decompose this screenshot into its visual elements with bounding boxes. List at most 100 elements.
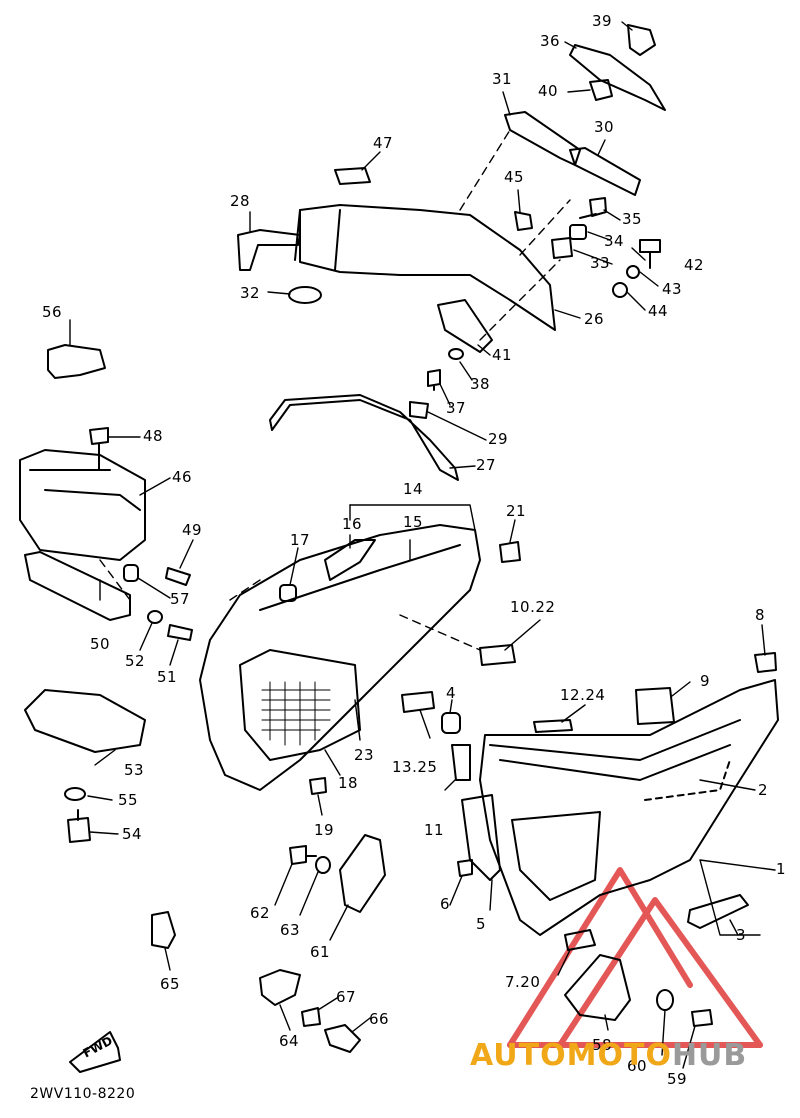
part-46-tray xyxy=(19,449,146,561)
part-51-bolt xyxy=(167,624,193,641)
part-37-screw xyxy=(427,369,441,391)
label-46: 46 xyxy=(172,468,193,486)
label-9: 9 xyxy=(700,672,711,690)
label-15: 15 xyxy=(403,513,424,531)
label-43: 43 xyxy=(662,280,683,298)
part-12-label-sticker xyxy=(533,719,573,733)
label-6: 6 xyxy=(440,895,451,913)
part-19-screw xyxy=(309,777,327,795)
part-34-spacer xyxy=(569,224,587,240)
part-60-washer xyxy=(656,989,674,1011)
part-38-washer xyxy=(448,348,464,360)
watermark-logo-icon xyxy=(507,867,763,1048)
label-16: 16 xyxy=(342,515,363,533)
label-44: 44 xyxy=(648,302,669,320)
part-35-bolt xyxy=(579,197,607,219)
label-8: 8 xyxy=(755,606,766,624)
part-7-bracket xyxy=(564,929,596,951)
part-52-washer xyxy=(147,610,163,624)
part-39-fitting xyxy=(627,24,656,56)
label-30: 30 xyxy=(594,118,615,136)
label-66: 66 xyxy=(369,1010,390,1028)
label-58: 58 xyxy=(592,1036,613,1054)
part-65-clip xyxy=(151,911,176,949)
part-1-side-cover xyxy=(479,679,779,936)
watermark-text-part2: HUB xyxy=(671,1038,748,1073)
part-33-grommet xyxy=(551,237,573,259)
part-40-fitting xyxy=(589,79,613,101)
label-31: 31 xyxy=(492,70,513,88)
label-11: 11 xyxy=(424,821,445,839)
part-27-rod xyxy=(269,394,459,481)
label-42: 42 xyxy=(684,256,705,274)
label-59: 59 xyxy=(667,1070,688,1088)
label-56: 56 xyxy=(42,303,63,321)
label-23: 23 xyxy=(354,746,375,764)
watermark-text-part1: AUTOMOTO xyxy=(470,1038,672,1073)
label-52: 52 xyxy=(125,652,146,670)
part-42-bolt xyxy=(639,239,661,269)
label-26: 26 xyxy=(584,310,605,328)
part-1-window xyxy=(511,811,601,901)
part-30-bracket xyxy=(569,147,641,196)
label-4: 4 xyxy=(446,684,457,702)
part-8-grommet xyxy=(754,652,777,673)
label-62: 62 xyxy=(250,904,271,922)
label-33: 33 xyxy=(590,254,611,272)
label-10-22: 10.22 xyxy=(510,598,556,616)
label-61: 61 xyxy=(310,943,331,961)
part-48-bolt xyxy=(89,427,109,471)
label-2: 2 xyxy=(758,781,769,799)
label-50: 50 xyxy=(90,635,111,653)
part-53-bracket xyxy=(24,689,146,753)
label-63: 63 xyxy=(280,921,301,939)
part-44-washer xyxy=(612,282,628,298)
part-18-grille xyxy=(261,681,331,746)
label-37: 37 xyxy=(446,399,467,417)
label-18: 18 xyxy=(338,774,359,792)
label-32: 32 xyxy=(240,284,261,302)
part-58-bracket xyxy=(564,954,631,1021)
part-31-bracket xyxy=(504,111,581,166)
label-29: 29 xyxy=(488,430,509,448)
part-50-bracket xyxy=(24,551,131,621)
part-4-grommet xyxy=(441,712,461,734)
part-54-bolt xyxy=(67,809,91,843)
label-12-24: 12.24 xyxy=(560,686,606,704)
label-5: 5 xyxy=(476,915,487,933)
part-6-screw xyxy=(457,859,473,877)
label-51: 51 xyxy=(157,668,178,686)
drawing-code: 2WV110-8220 xyxy=(30,1086,136,1102)
label-17: 17 xyxy=(290,531,311,549)
part-49-bolt xyxy=(165,567,191,586)
label-38: 38 xyxy=(470,375,491,393)
label-27: 27 xyxy=(476,456,497,474)
label-21: 21 xyxy=(506,502,527,520)
part-3-bracket xyxy=(687,894,749,929)
label-3: 3 xyxy=(736,926,747,944)
label-53: 53 xyxy=(124,761,145,779)
leader-lines xyxy=(69,21,776,1069)
label-7-20: 7.20 xyxy=(505,973,541,991)
part-5-panel xyxy=(461,794,501,881)
label-35: 35 xyxy=(622,210,643,228)
part-55-washer xyxy=(64,787,86,801)
part-56-bracket xyxy=(47,344,106,379)
part-29-clip xyxy=(409,401,429,419)
label-36: 36 xyxy=(540,32,561,50)
part-28-bracket xyxy=(237,229,301,271)
part-47-clip xyxy=(334,167,371,185)
part-18-panel xyxy=(239,649,361,761)
label-13-25: 13.25 xyxy=(392,758,438,776)
assembly-dash-lines xyxy=(99,129,571,651)
label-60: 60 xyxy=(627,1057,648,1075)
part-57-spacer xyxy=(123,564,139,582)
label-65: 65 xyxy=(160,975,181,993)
part-63-washer xyxy=(315,856,331,874)
part-43-washer xyxy=(626,265,640,279)
part-62-bolt xyxy=(289,845,317,865)
label-19: 19 xyxy=(314,821,335,839)
label-1: 1 xyxy=(776,860,787,878)
label-41: 41 xyxy=(492,346,513,364)
